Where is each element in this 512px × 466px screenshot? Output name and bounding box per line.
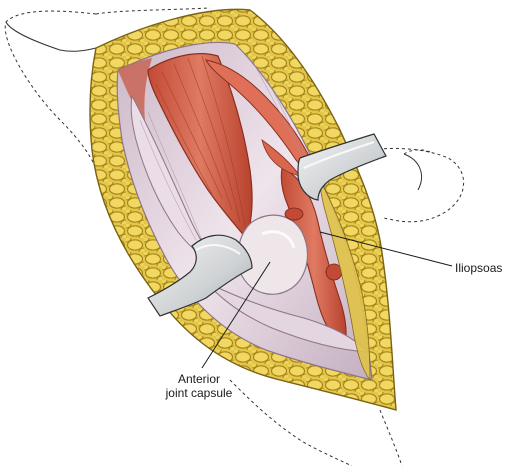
retractor-left [147,234,253,317]
leader-anterior-capsule [201,261,271,369]
label-anterior-line1: Anterior [177,372,221,386]
iliopsoas-tendon-upper [261,139,301,177]
vessel-stump-upper [284,207,304,221]
label-anterior-joint-capsule: Anterior joint capsule [144,372,254,400]
fat-edge-right [319,179,371,382]
label-iliopsoas: Iliopsoas [455,261,503,275]
retractor-blade-icon [147,234,253,317]
limb-outline-solid [5,21,422,191]
capsule-highlight [261,230,296,249]
limb-outline [4,7,464,466]
retractor-blade-icon [297,133,387,201]
label-anterior-line2: joint capsule [165,386,233,400]
muscle-fibers [155,55,247,233]
retractor-right [297,133,387,201]
incision-rim [118,58,152,130]
leader-iliopsoas [319,231,453,267]
